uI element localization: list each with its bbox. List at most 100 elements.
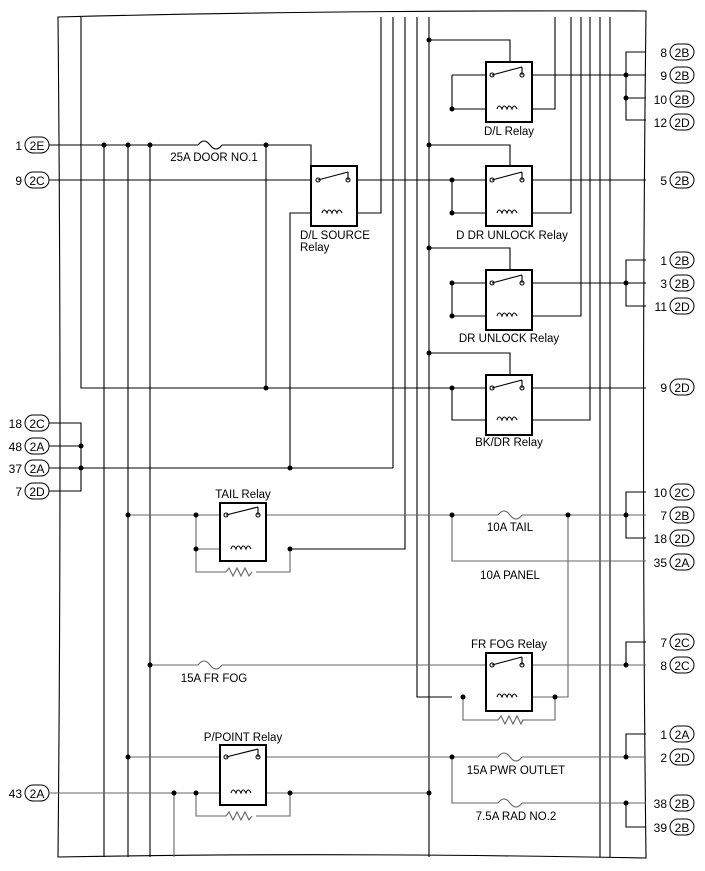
svg-text:10: 10: [654, 93, 668, 107]
svg-text:2B: 2B: [675, 277, 690, 291]
svg-text:2B: 2B: [675, 254, 690, 268]
svg-text:9: 9: [660, 69, 667, 83]
svg-text:35: 35: [654, 556, 668, 570]
right-pin-18-2D: 18 2D: [654, 529, 695, 547]
svg-text:2B: 2B: [675, 69, 690, 83]
svg-text:2C: 2C: [674, 659, 690, 673]
svg-text:43: 43: [9, 787, 23, 801]
left-pin-18-2C: 18 2C: [9, 414, 50, 432]
svg-text:2B: 2B: [675, 509, 690, 523]
svg-text:2C: 2C: [674, 636, 690, 650]
svg-text:P/POINT Relay: P/POINT Relay: [204, 732, 283, 744]
right-pin-7-2B: 7 2B: [660, 506, 695, 524]
left-pin-43-2A: 43 2A: [9, 784, 50, 802]
svg-text:1: 1: [660, 728, 667, 742]
svg-text:8: 8: [660, 46, 667, 60]
svg-text:1: 1: [15, 139, 22, 153]
right-pin-10-2C: 10 2C: [654, 483, 695, 501]
svg-text:TAIL Relay: TAIL Relay: [215, 489, 271, 501]
right-pin-1-2B: 1 2B: [660, 251, 695, 269]
relay-tail: TAIL Relay: [215, 489, 271, 562]
svg-text:2D: 2D: [674, 116, 690, 130]
svg-text:2B: 2B: [675, 93, 690, 107]
svg-text:38: 38: [654, 797, 668, 811]
right-pin-39-2B: 39 2B: [654, 818, 695, 836]
left-pin-37-2A: 37 2A: [9, 459, 50, 477]
svg-text:11: 11: [655, 300, 668, 314]
svg-text:2D: 2D: [674, 381, 690, 395]
svg-text:2B: 2B: [675, 797, 690, 811]
svg-text:DR UNLOCK Relay: DR UNLOCK Relay: [459, 333, 560, 345]
svg-text:9: 9: [15, 174, 22, 188]
svg-text:5: 5: [660, 174, 667, 188]
svg-text:18: 18: [9, 417, 23, 431]
svg-text:37: 37: [9, 462, 23, 476]
svg-text:2C: 2C: [29, 174, 45, 188]
svg-text:2D: 2D: [674, 532, 690, 546]
svg-text:1: 1: [660, 254, 667, 268]
fuse-panel-label: 10A PANEL: [480, 570, 540, 582]
relay-fr-fog: FR FOG Relay: [471, 639, 547, 712]
svg-text:2D: 2D: [674, 751, 690, 765]
right-pin-9-2D: 9 2D: [660, 378, 695, 396]
relay-p-point: P/POINT Relay: [204, 732, 283, 806]
svg-text:2B: 2B: [675, 46, 690, 60]
svg-text:2C: 2C: [674, 486, 690, 500]
svg-text:BK/DR Relay: BK/DR Relay: [475, 437, 543, 449]
svg-text:39: 39: [654, 821, 668, 835]
right-pin-8-2B: 8 2B: [660, 43, 695, 61]
svg-text:9: 9: [660, 381, 667, 395]
right-pin-9-2B: 9 2B: [660, 66, 695, 84]
right-pin-3-2B: 3 2B: [660, 274, 695, 292]
svg-text:2A: 2A: [30, 462, 45, 476]
left-pin-9-2C: 9 2C: [15, 171, 50, 189]
right-pin-1-2A: 1 2A: [660, 725, 695, 743]
left-pin-48-2A: 48 2A: [9, 437, 50, 455]
relay-dl-source-label-2: Relay: [300, 242, 330, 254]
svg-text:8: 8: [660, 659, 667, 673]
fuse-door-no1-label: 25A DOOR NO.1: [170, 152, 258, 164]
relay-bk-dr: BK/DR Relay: [475, 374, 543, 449]
svg-text:2D: 2D: [29, 485, 45, 499]
left-pin-1-2E: 1 2E: [15, 136, 50, 154]
svg-text:2A: 2A: [30, 440, 45, 454]
right-pin-10-2B: 10 2B: [654, 90, 695, 108]
fuse-pwr-outlet-label: 15A PWR OUTLET: [467, 765, 565, 777]
svg-text:18: 18: [654, 532, 668, 546]
right-pin-5-2B: 5 2B: [660, 171, 695, 189]
svg-text:D/L Relay: D/L Relay: [484, 126, 534, 138]
svg-text:2B: 2B: [675, 174, 690, 188]
svg-text:2A: 2A: [675, 556, 690, 570]
relay-dl-source-label: D/L SOURCE: [300, 230, 370, 242]
junction-block-outline: [57, 10, 647, 859]
wiring: [49, 17, 646, 857]
svg-text:10: 10: [654, 486, 668, 500]
right-pin-38-2B: 38 2B: [654, 794, 695, 812]
fuse-fr-fog-label: 15A FR FOG: [181, 673, 248, 685]
left-pin-7-2D: 7 2D: [15, 482, 50, 500]
junction-dots: [78, 37, 629, 806]
svg-text:7: 7: [660, 509, 667, 523]
svg-text:FR FOG Relay: FR FOG Relay: [471, 639, 547, 651]
relay-d-dr-unlock: D DR UNLOCK Relay: [456, 165, 568, 242]
svg-text:D DR UNLOCK Relay: D DR UNLOCK Relay: [456, 230, 568, 242]
fuse-rad-no2-label: 7.5A RAD NO.2: [476, 811, 557, 823]
svg-text:48: 48: [9, 440, 23, 454]
relay-dr-unlock: DR UNLOCK Relay: [459, 269, 560, 345]
svg-text:2A: 2A: [675, 728, 690, 742]
fuse-tail-label: 10A TAIL: [487, 522, 534, 534]
svg-text:2A: 2A: [30, 787, 45, 801]
svg-text:2: 2: [660, 751, 667, 765]
svg-text:2B: 2B: [675, 821, 690, 835]
svg-text:2C: 2C: [29, 417, 45, 431]
right-pin-35-2A: 35 2A: [654, 553, 695, 571]
relay-dl-source: D/L SOURCE Relay: [300, 165, 370, 254]
svg-text:2E: 2E: [30, 139, 45, 153]
svg-text:3: 3: [660, 277, 667, 291]
svg-text:12: 12: [654, 116, 668, 130]
right-pin-8-2C: 8 2C: [660, 656, 695, 674]
